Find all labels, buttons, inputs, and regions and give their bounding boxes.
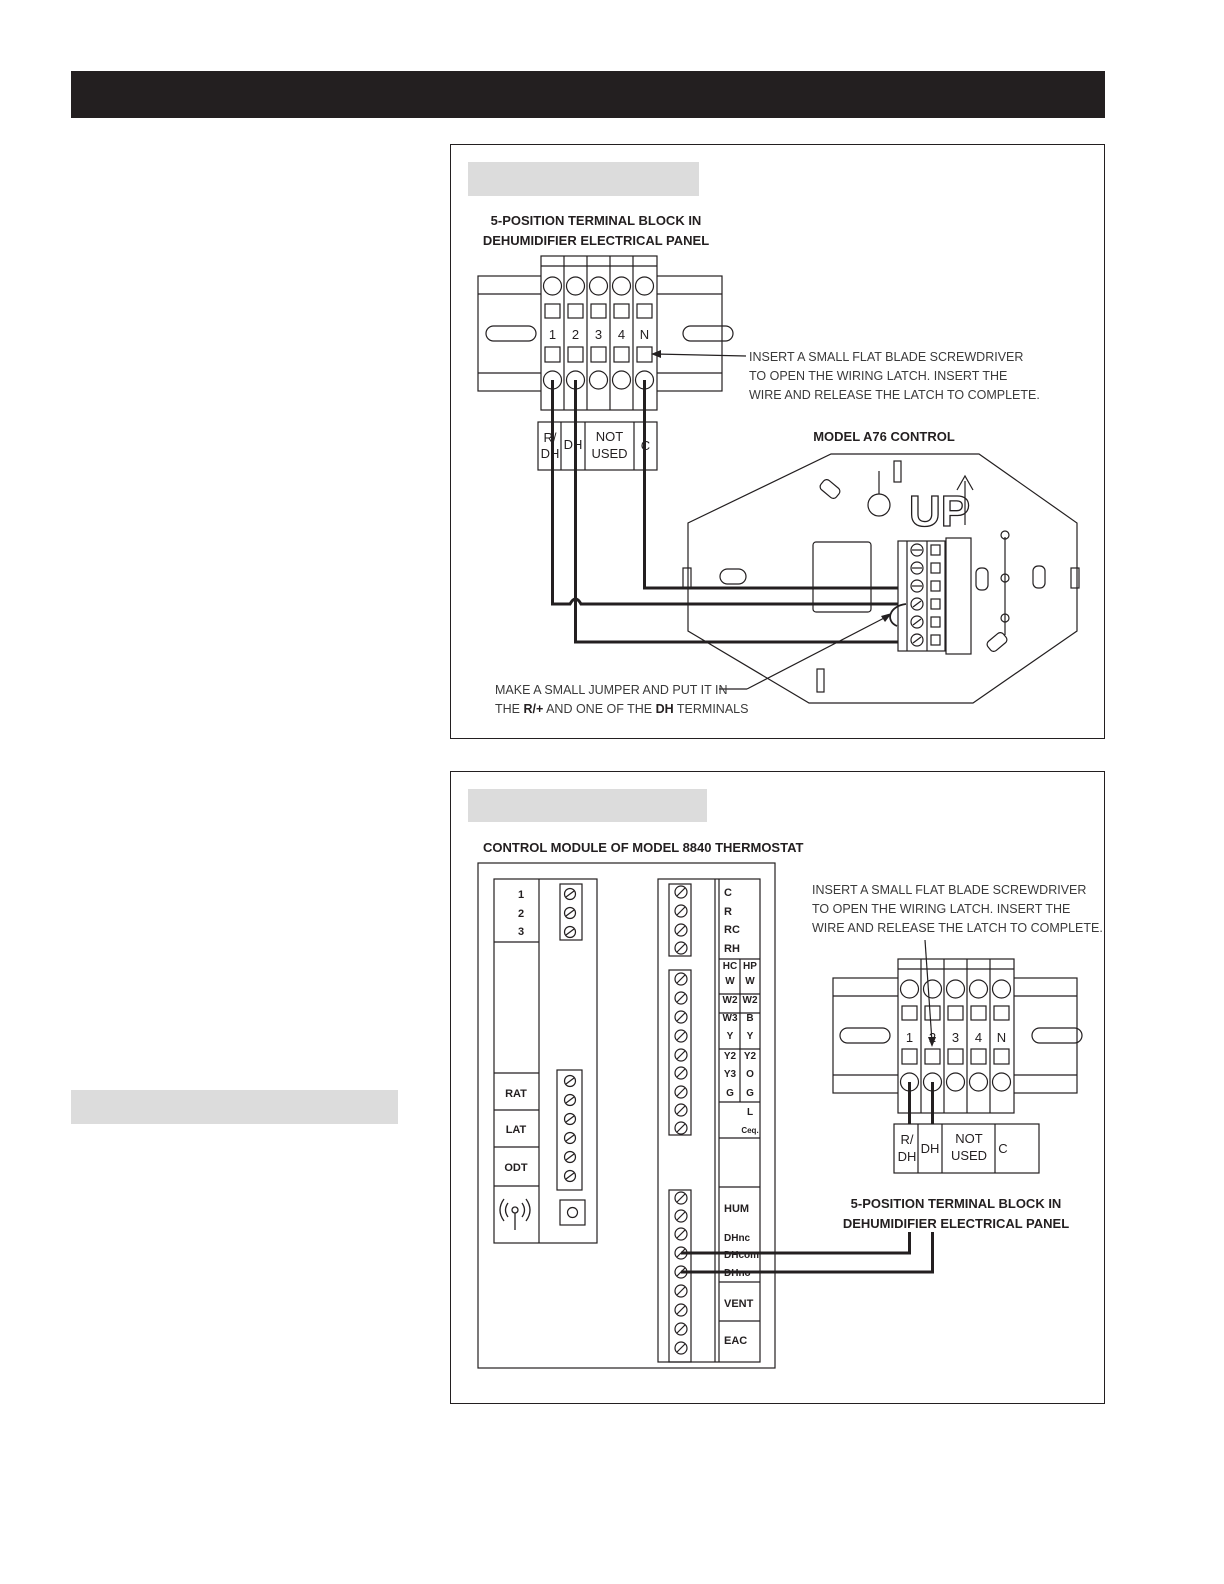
page-header-bar <box>71 71 1105 118</box>
rail-slot-left <box>839 1027 891 1044</box>
figure-a76-wiring: 1 2 3 4 N R/ DH DH NOT USED C 5-POSITION… <box>450 144 1105 739</box>
sensor-label-lat: LAT <box>506 1124 527 1136</box>
wireless-antenna-icon <box>499 1198 531 1230</box>
terminal-block-title: DEHUMIDIFIER ELECTRICAL PANEL <box>843 1216 1069 1231</box>
hp-label: Y2 <box>744 1051 757 1062</box>
label-ceq: Ceq. <box>741 1126 758 1135</box>
rail-slot-left <box>485 325 537 342</box>
hp-label: O <box>746 1069 754 1080</box>
label-dh-2: DH <box>564 437 583 452</box>
terminal-number: N <box>640 327 649 342</box>
figure-title-bar <box>468 789 707 822</box>
label-dhnc: DHnc <box>724 1233 751 1244</box>
hc-label: Y3 <box>724 1069 737 1080</box>
hp-label: HP <box>743 961 757 972</box>
label-c: C <box>998 1141 1007 1156</box>
hc-label: W2 <box>723 995 738 1006</box>
hc-label: HC <box>723 961 737 972</box>
label-used: USED <box>591 446 627 461</box>
terminal-number: 2 <box>572 327 579 342</box>
terminal-number: 2 <box>518 908 524 920</box>
terminal-number: 3 <box>952 1030 959 1045</box>
label-hum: HUM <box>724 1203 749 1215</box>
label-l: L <box>747 1107 753 1118</box>
hp-label: G <box>746 1088 754 1099</box>
terminal-label-strip <box>537 421 658 471</box>
wire-dhno <box>681 1232 934 1274</box>
label-dh-2: DH <box>921 1141 940 1156</box>
label-rc: RC <box>724 924 740 936</box>
module-title: CONTROL MODULE OF MODEL 8840 THERMOSTAT <box>483 840 804 855</box>
module-outer-frame <box>477 862 776 1369</box>
jumper-note: MAKE A SMALL JUMPER AND PUT IT IN <box>495 683 727 697</box>
terminal-number: 3 <box>595 327 602 342</box>
thermostat-8840-wiring-diagram: CONTROL MODULE OF MODEL 8840 THERMOSTAT <box>477 840 1103 1369</box>
figure-8840-wiring: CONTROL MODULE OF MODEL 8840 THERMOSTAT <box>450 771 1105 1404</box>
label-dh: DH <box>898 1149 917 1164</box>
wire-dhcom <box>681 1232 911 1255</box>
instruction-text: INSERT A SMALL FLAT BLADE SCREWDRIVER <box>812 883 1086 897</box>
terminal-number: 1 <box>518 889 524 901</box>
label-not: NOT <box>596 429 624 444</box>
rail-slot-right <box>682 325 734 342</box>
hc-label: W <box>725 976 735 987</box>
left-sensor-module <box>493 878 598 1244</box>
section-heading-bar <box>71 1090 398 1124</box>
figure-title-bar <box>468 162 699 196</box>
instruction-text: INSERT A SMALL FLAT BLADE SCREWDRIVER <box>749 350 1023 364</box>
hc-label: G <box>726 1088 734 1099</box>
label-dhcom: DHcom <box>724 1250 759 1261</box>
terminal-number: N <box>997 1030 1006 1045</box>
up-label: UP <box>909 487 970 536</box>
label-r: R/ <box>544 430 557 445</box>
instruction-text: WIRE AND RELEASE THE LATCH TO COMPLETE. <box>749 388 1040 402</box>
instruction-text: WIRE AND RELEASE THE LATCH TO COMPLETE. <box>812 921 1103 935</box>
control-title: MODEL A76 CONTROL <box>813 429 955 444</box>
a76-terminal-strip <box>897 540 946 652</box>
instruction-text: TO OPEN THE WIRING LATCH. INSERT THE <box>749 369 1007 383</box>
terminal-block-title: 5-POSITION TERMINAL BLOCK IN <box>851 1196 1062 1211</box>
label-dh: DH <box>541 446 560 461</box>
terminal-number: 1 <box>549 327 556 342</box>
label-r: R/ <box>901 1132 914 1147</box>
wire-dh <box>574 380 898 644</box>
terminal-number: 1 <box>906 1030 913 1045</box>
label-not: NOT <box>955 1131 983 1146</box>
hp-label: B <box>746 1013 753 1024</box>
jumper-note-line-2: THE R/+ AND ONE OF THE DH TERMINALS <box>495 702 748 716</box>
terminal-block-title: 5-POSITION TERMINAL BLOCK IN <box>491 213 702 228</box>
label-r: R <box>724 906 732 918</box>
terminal-number: 3 <box>518 926 524 938</box>
rail-slot-right <box>1031 1027 1083 1044</box>
terminal-number: 4 <box>618 327 625 342</box>
label-eac: EAC <box>724 1335 747 1347</box>
hc-label: Y <box>727 1031 734 1042</box>
label-vent: VENT <box>724 1298 754 1310</box>
sensor-label-rat: RAT <box>505 1088 527 1100</box>
label-rh: RH <box>724 943 740 955</box>
sensor-label-odt: ODT <box>504 1162 528 1174</box>
terminal-number: 4 <box>975 1030 982 1045</box>
label-used: USED <box>951 1148 987 1163</box>
a76-wiring-diagram: 1 2 3 4 N R/ DH DH NOT USED C 5-POSITION… <box>477 213 1080 716</box>
instruction-text: TO OPEN THE WIRING LATCH. INSERT THE <box>812 902 1070 916</box>
terminal-block-title: DEHUMIDIFIER ELECTRICAL PANEL <box>483 233 709 248</box>
hc-label: W3 <box>723 1013 738 1024</box>
terminal-number: 2 <box>929 1030 936 1045</box>
hc-label: Y2 <box>724 1051 737 1062</box>
label-c: C <box>724 887 732 899</box>
hp-label: W <box>745 976 755 987</box>
wire-c <box>643 380 898 590</box>
hp-label: Y <box>747 1031 754 1042</box>
hp-label: W2 <box>743 995 758 1006</box>
right-terminal-module <box>657 878 761 1363</box>
